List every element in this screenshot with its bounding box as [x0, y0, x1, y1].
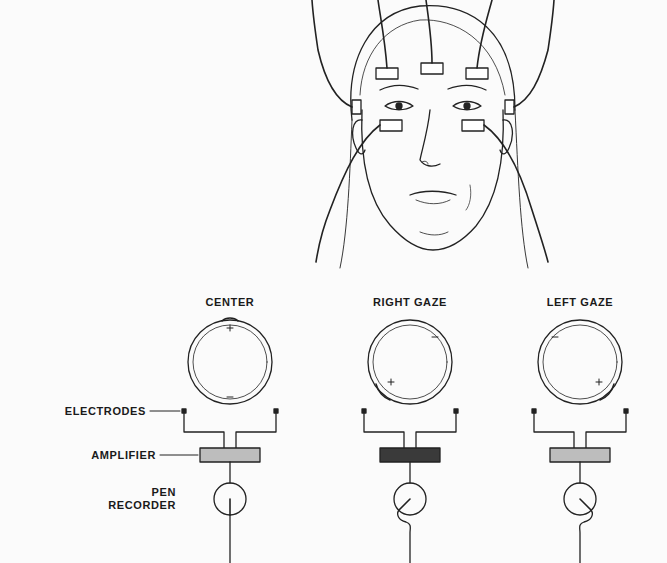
left-gaze-diagram: [532, 320, 628, 563]
part-name: AMPLIFIER: [91, 449, 156, 462]
view-title: CENTER: [206, 296, 255, 309]
part-name: ELECTRODES: [65, 405, 146, 418]
center-gaze-diagram: [182, 318, 278, 563]
face-electrodes: [352, 63, 514, 131]
view-title: RIGHT GAZE: [373, 296, 447, 309]
leader-lines: [150, 411, 198, 455]
view-title: LEFT GAZE: [547, 296, 614, 309]
part-name: PEN RECORDER: [102, 486, 176, 512]
right-gaze-diagram: [362, 320, 458, 563]
face-wires: [312, 0, 554, 262]
